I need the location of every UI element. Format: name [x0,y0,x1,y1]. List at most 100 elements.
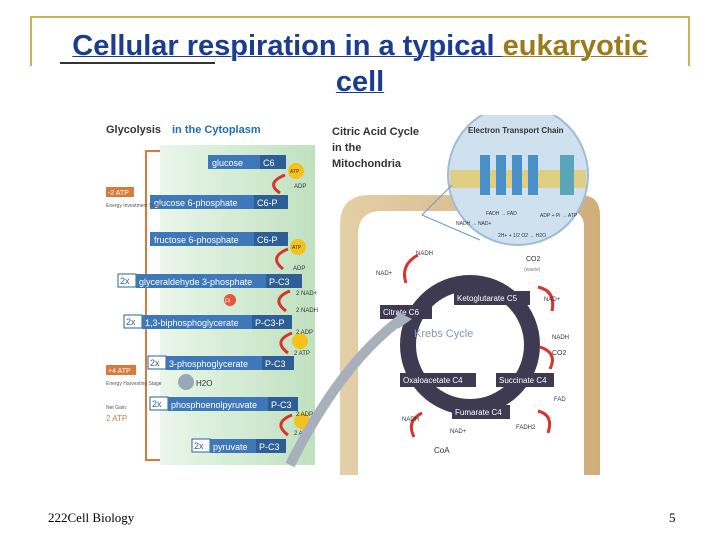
etc-zoom-line-1 [421,184,453,216]
step-5-formula: P-C3 [265,359,286,369]
net-gain-text: Net Gain: [106,405,127,411]
adp-label-1: ADP [294,184,306,190]
step-1-name: glucose 6-phosphate [154,198,238,208]
pi-badge [224,294,236,306]
krebs-cycle-label: Krebs Cycle [414,328,473,340]
krebs-intermediate-oxaloacetate: Oxaloacetate C4 [400,373,476,387]
glycolysis-step-4: 2x 1,3-biphosphoglycerate P-C3-P [123,314,292,329]
step-5-prefix: 2x [150,358,160,368]
two-nadh-label: 2 NADH [296,308,318,314]
frame-right-border [688,16,690,66]
step-7-formula: P-C3 [259,442,280,452]
step-2-name: fructose 6-phosphate [154,235,239,245]
krebs-red-arrows [403,253,555,438]
step-6-formula: P-C3 [271,400,292,410]
krebs-intermediate-succinate: Succinate C4 [496,373,554,387]
glycolysis-band [160,145,315,465]
h2o-label: H2O [196,379,212,388]
glycolysis-step-0: glucose C6 [208,155,286,169]
glycolysis-step-7: 2x pyruvate P-C3 [191,438,286,453]
glycolysis-red-arrows [272,173,293,437]
step-5-name: 3-phosphoglycerate [169,359,248,369]
glycolysis-heading-a: Glycolysis [106,124,161,136]
title-underline-accent [60,62,215,64]
minus-2-atp-text: -2 ATP [108,190,129,197]
adp-label-2: ADP [293,266,305,272]
glycolysis-step-3: 2x glyceraldehyde 3-phosphate P-C3 [117,273,302,288]
etc-adp-atp: ADP + Pi → ATP [540,213,578,219]
etc-heading: Electron Transport Chain [468,126,564,135]
atp-label-2: ATP [292,245,302,251]
title-part-1: Cellular respiration in a typical [72,30,503,62]
etc-o2-h2o: 2H+ + 1/2 O2 → H2O [498,233,546,239]
citric-acid-heading-3: Mitochondria [332,158,402,170]
step-6-prefix: 2x [152,399,162,409]
glycolysis-step-5: 2x 3-phosphoglycerate P-C3 [147,355,294,370]
step-4-formula: P-C3-P [255,318,285,328]
step-6-name: phosphoenolpyruvate [171,400,257,410]
fumarate-label: Fumarate C4 [455,408,502,417]
krebs-co2-note: (waste) [524,267,541,273]
step-4-prefix: 2x [126,317,136,327]
citrate-label: Citrate C6 [383,308,420,317]
krebs-coa: CoA [434,446,450,455]
glycolysis-step-6: 2x phosphoenolpyruvate P-C3 [149,396,298,411]
krebs-intermediate-ketoglutarate: Ketoglutarate C5 [454,291,530,305]
slide-title: Cellular respiration in a typical eukary… [40,28,680,100]
title-part-3: cell [335,66,385,98]
page-number: 5 [669,510,676,525]
plus-4-atp-text: +4 ATP [108,368,131,375]
step-4-name: 1,3-biphosphoglycerate [145,318,239,328]
title-part-2: eukaryotic [502,30,648,62]
plus-4-atp-badge [106,365,136,375]
energy-investment-text: Energy Investment Stage [106,203,162,209]
step-7-name: pyruvate [213,442,248,452]
krebs-fad: FAD [554,397,566,403]
step-3-formula: P-C3 [269,277,290,287]
step-3-name: glyceraldehyde 3-phosphate [139,277,252,287]
step-0-formula: C6 [263,158,275,168]
step-1-formula: C6-P [257,198,278,208]
glycolysis-step-2: fructose 6-phosphate C6-P [150,232,288,246]
krebs-nad-1: NAD+ [376,271,393,277]
oxaloacetate-label: Oxaloacetate C4 [403,376,463,385]
water-molecule-icon [178,374,194,390]
krebs-nadh-1: NADH [416,251,433,257]
net-atp-text: 2 ATP [106,414,127,423]
krebs-co2-1: CO2 [526,256,541,263]
krebs-nad-2: NAD+ [544,297,561,303]
atp-label-1: ATP [290,169,300,175]
two-adp-label-1: 2 ADP [296,330,313,336]
step-7-prefix: 2x [194,441,204,451]
ketoglutarate-label: Ketoglutarate C5 [457,294,518,303]
step-3-prefix: 2x [120,276,130,286]
atp-coins [288,163,310,429]
glycolysis-step-1: glucose 6-phosphate C6-P [150,195,288,209]
krebs-nadh-2: NADH [552,335,569,341]
krebs-co2-2: CO2 [552,350,567,357]
etc-zoom-line-2 [421,214,481,241]
succinate-label: Succinate C4 [499,376,547,385]
etc-proteins [480,155,574,195]
citric-acid-heading-1: Citric Acid Cycle [332,126,419,138]
two-atp-label-1: 2 ATP [294,351,310,357]
footer-text: 222Cell Biology [48,510,135,525]
step-2-formula: C6-P [257,235,278,245]
krebs-nad-3: NAD+ [450,429,467,435]
etc-fadh-fad: FADH → FAD [486,211,517,217]
energy-harvesting-text: Energy Harvesting Stage [106,381,162,387]
frame-left-border [30,16,32,66]
glycolysis-heading-b: in the Cytoplasm [172,124,261,136]
pyruvate-entry-arrowhead [396,311,412,329]
krebs-nadh-3: NADH [402,417,419,423]
step-0-name: glucose [212,158,243,168]
two-nad-label: 2 NAD+ [296,291,318,297]
mitochondrion-matrix [358,211,584,475]
pi-label: Pi [225,299,230,305]
etc-nadh-nad: NADH → NAD+ [456,221,492,227]
cellular-respiration-figure: Glycolysis in the Cytoplasm glucose C6 g… [100,115,600,475]
minus-2-atp-badge [106,187,134,197]
krebs-intermediate-citrate: Citrate C6 [380,305,432,319]
citric-acid-heading-2: in the [332,142,361,154]
frame-top-border [30,16,690,18]
